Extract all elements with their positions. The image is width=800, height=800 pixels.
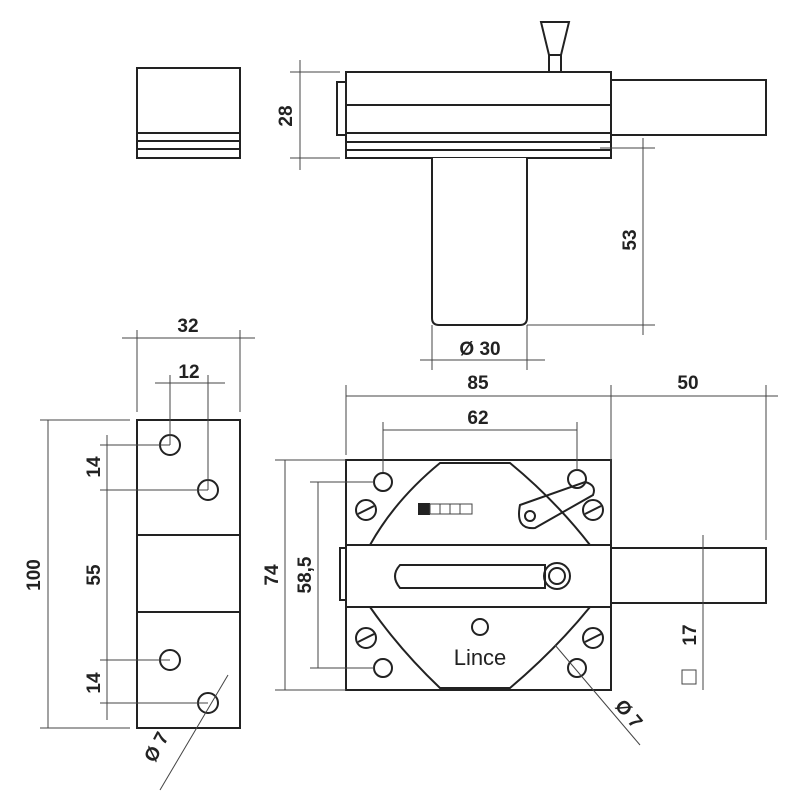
square-section-icon bbox=[681, 669, 697, 685]
handle-pin-icon bbox=[543, 562, 571, 590]
strike-plate-view: 32 12 14 55 14 100 Ø 7 bbox=[24, 316, 255, 791]
dim-32: 32 bbox=[177, 316, 198, 337]
dim-100: 100 bbox=[24, 559, 45, 591]
dim-50: 50 bbox=[677, 373, 698, 394]
lever-icon bbox=[518, 480, 595, 530]
dim-14-top: 14 bbox=[84, 456, 105, 478]
dim-62: 62 bbox=[467, 408, 488, 429]
dim-12: 12 bbox=[178, 362, 199, 383]
dim-14-bottom: 14 bbox=[84, 672, 105, 694]
dim-diameter-7-lock: Ø 7 bbox=[610, 696, 646, 733]
dim-17: 17 bbox=[680, 624, 701, 645]
dim-74: 74 bbox=[262, 564, 283, 586]
brand-label: Lince bbox=[454, 645, 507, 670]
dim-diameter-7-strike: Ø 7 bbox=[141, 729, 174, 766]
screw-icon bbox=[582, 499, 604, 521]
dim-55: 55 bbox=[84, 564, 105, 586]
lock-body-top bbox=[345, 71, 612, 159]
cylinder-stem bbox=[431, 158, 528, 326]
knob-icon bbox=[539, 21, 571, 56]
lock-plate bbox=[345, 459, 612, 691]
screw-icon bbox=[355, 627, 377, 649]
key-adjuster-icon bbox=[418, 503, 473, 515]
lock-body-view: Lince 85 50 62 74 58,5 17 Ø 7 bbox=[262, 373, 778, 746]
dim-85: 85 bbox=[467, 373, 489, 394]
bolt-top bbox=[610, 79, 767, 136]
dim-28: 28 bbox=[276, 105, 297, 126]
dim-58-5: 58,5 bbox=[295, 556, 316, 593]
screw-icon bbox=[355, 499, 377, 521]
bolt bbox=[610, 547, 767, 604]
screw-icon bbox=[582, 627, 604, 649]
strike-block-top bbox=[136, 67, 241, 159]
top-view: 28 53 Ø 30 bbox=[136, 21, 767, 370]
dim-53: 53 bbox=[620, 229, 641, 250]
dim-diameter-30: Ø 30 bbox=[459, 339, 500, 360]
slot bbox=[394, 564, 546, 589]
